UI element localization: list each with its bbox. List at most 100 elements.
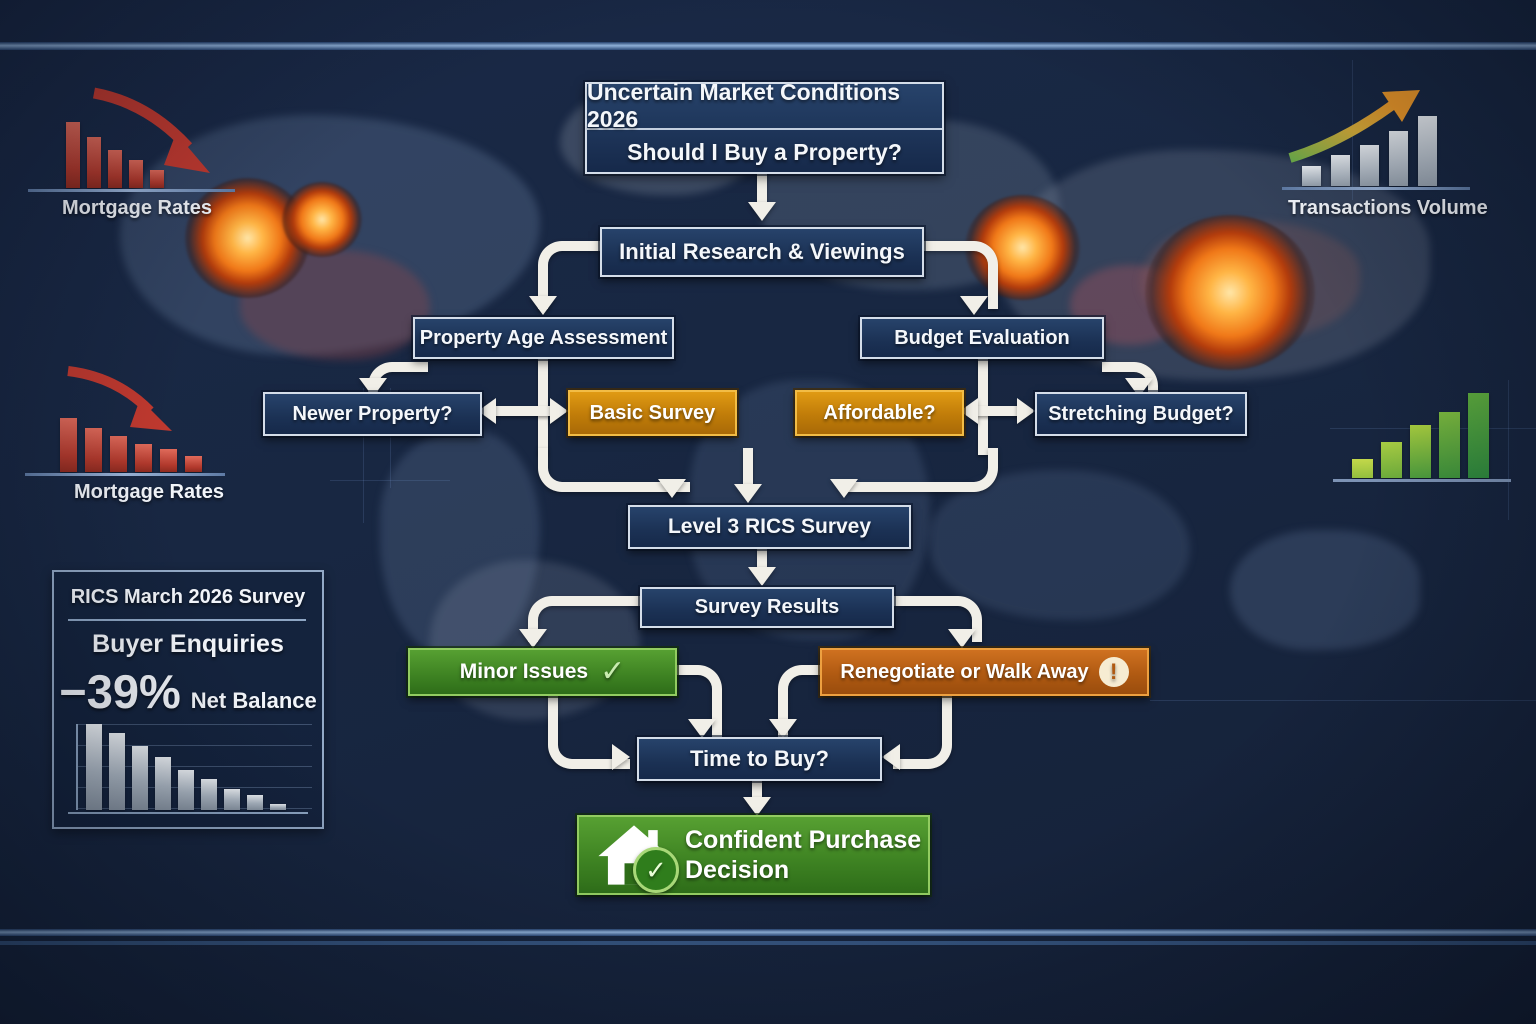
rics-net-balance-value: −39% — [59, 665, 181, 718]
bar — [201, 779, 217, 810]
connector-renegotiate-to-buy-right — [893, 692, 952, 769]
bar — [1331, 155, 1350, 186]
connector-age-down — [538, 355, 548, 455]
bar — [87, 136, 101, 188]
decision-line1: Confident Purchase — [685, 826, 922, 854]
bar — [185, 455, 202, 472]
bar — [178, 769, 194, 810]
mortgage-rates-mid-chart — [60, 418, 215, 472]
minor-issues-label: Minor Issues — [459, 660, 589, 683]
rics-panel-title: RICS March 2026 Survey — [70, 586, 306, 608]
alert-icon: ! — [1098, 657, 1129, 687]
chart-baseline — [1333, 479, 1511, 482]
bar — [108, 149, 122, 188]
decision-line2: Decision — [685, 856, 790, 884]
node-property-age[interactable]: Property Age Assessment — [413, 317, 674, 359]
rics-net-balance-suffix: Net Balance — [190, 688, 317, 713]
node-renegotiate[interactable]: Renegotiate or Walk Away ! — [820, 648, 1149, 696]
arrowhead-right — [1017, 398, 1035, 424]
bar — [60, 418, 77, 472]
arrowhead-left — [882, 744, 900, 770]
node-stretching-budget[interactable]: Stretching Budget? — [1035, 392, 1247, 436]
node-time-to-buy[interactable]: Time to Buy? — [637, 737, 882, 781]
connector-right-to-rics — [846, 448, 998, 492]
bar — [1389, 131, 1408, 186]
bar — [247, 795, 263, 810]
node-initial-research[interactable]: Initial Research & Viewings — [600, 227, 924, 277]
node-basic-survey[interactable]: Basic Survey — [568, 390, 737, 436]
grid-line — [1508, 380, 1509, 520]
bar — [85, 427, 102, 472]
connector-center-to-rics — [743, 448, 753, 486]
arrowhead-down — [688, 719, 716, 738]
bar — [1439, 411, 1460, 478]
arrowhead-down — [519, 629, 547, 648]
bar — [1302, 166, 1321, 186]
rics-value-row: −39% Net Balance — [54, 664, 322, 719]
renegotiate-label: Renegotiate or Walk Away — [840, 660, 1089, 683]
transactions-volume-label: Transactions Volume — [1288, 197, 1488, 219]
bottom-frame-line-2 — [0, 941, 1536, 945]
bar — [1418, 116, 1437, 186]
arrowhead-down — [960, 296, 988, 315]
explosion-graphic — [1145, 215, 1315, 370]
arrowhead-right — [550, 398, 568, 424]
map-landmass — [930, 470, 1190, 620]
double-arrow-affordable-stretching — [974, 406, 1022, 416]
page-question: Should I Buy a Property? — [627, 138, 902, 165]
bar — [1352, 459, 1373, 478]
arrowhead-down — [743, 797, 771, 816]
node-survey-results[interactable]: Survey Results — [640, 587, 894, 628]
map-landmass — [1230, 530, 1420, 650]
arrowhead-down — [948, 629, 976, 648]
bar — [270, 803, 286, 810]
bottom-frame-line — [0, 929, 1536, 936]
bar — [1410, 425, 1431, 478]
arrowhead-down — [769, 719, 797, 738]
bar — [1468, 393, 1489, 478]
mortgage-rates-mid-label: Mortgage Rates — [74, 481, 225, 503]
bar — [109, 732, 125, 810]
bar — [1360, 145, 1379, 186]
node-affordable[interactable]: Affordable? — [795, 390, 964, 436]
explosion-graphic — [282, 182, 362, 257]
bar — [150, 169, 164, 188]
transactions-volume-chart — [1302, 116, 1447, 186]
chart-baseline — [1282, 187, 1470, 190]
bar — [224, 788, 240, 810]
arrowhead-down — [830, 479, 858, 498]
node-budget-evaluation[interactable]: Budget Evaluation — [860, 317, 1104, 359]
arrowhead-down — [748, 202, 776, 221]
node-minor-issues[interactable]: Minor Issues ✓ — [408, 648, 677, 696]
bar — [129, 160, 143, 188]
top-frame-line — [0, 42, 1536, 50]
mortgage-rates-top-label: Mortgage Rates — [62, 197, 213, 219]
circle-check-icon: ✓ — [633, 847, 679, 893]
arrowhead-down — [658, 479, 686, 498]
arrowhead-right — [612, 744, 630, 770]
bar — [135, 443, 152, 472]
node-level3-rics-survey[interactable]: Level 3 RICS Survey — [628, 505, 911, 549]
check-icon: ✓ — [600, 655, 626, 688]
double-arrow-newer-basic — [492, 406, 554, 416]
bar — [1381, 442, 1402, 478]
rics-title-divider — [68, 619, 306, 621]
bar — [110, 436, 127, 472]
title-box: Uncertain Market Conditions 2026 Should … — [585, 79, 944, 174]
rics-survey-panel: RICS March 2026 Survey Buyer Enquiries −… — [52, 570, 324, 829]
bar — [155, 756, 171, 810]
buyer-enquiries-chart — [76, 724, 312, 810]
node-confident-decision[interactable]: ✓ Confident Purchase Decision — [577, 815, 930, 895]
bar — [160, 449, 177, 472]
page-title: Uncertain Market Conditions 2026 — [587, 79, 942, 132]
grid-line — [1150, 700, 1536, 701]
node-newer-property[interactable]: Newer Property? — [263, 392, 482, 436]
mortgage-rates-top-chart — [66, 122, 176, 188]
bar — [132, 746, 148, 810]
arrowhead-down — [529, 296, 557, 315]
chart-baseline — [28, 189, 235, 192]
bar — [86, 724, 102, 810]
house-icon: ✓ — [595, 823, 679, 893]
rics-chart-baseline — [68, 812, 308, 814]
